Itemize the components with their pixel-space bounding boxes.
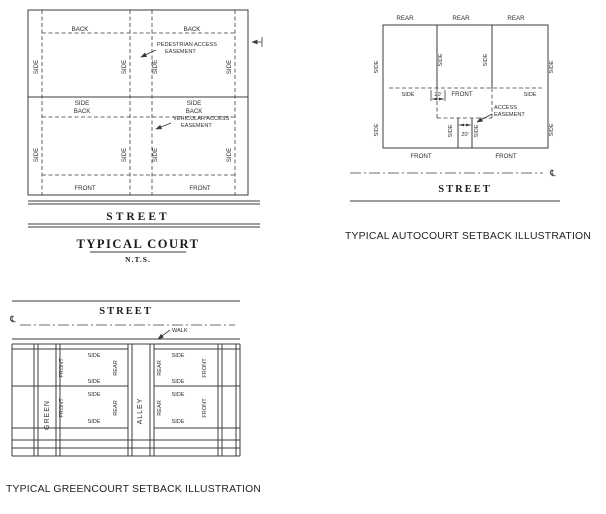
typical-autocourt-diagram: REAR REAR REAR SIDE SIDE SIDE SIDE SIDE … [345,5,605,250]
autocourt-rear-label-3: REAR [507,15,525,22]
court-mid-side-label-right: SIDE [187,100,201,107]
greencourt-rear-right-bottom: REAR [157,400,163,416]
greencourt-side-right-1: SIDE [171,353,184,359]
court-title: TYPICAL COURT [77,237,200,251]
greencourt-labels: STREET ℄ WALK SIDE SIDE SIDE SIDE SIDE S… [6,306,260,495]
court-side-label-midright-bottom: SIDE [152,148,159,162]
typical-greencourt-diagram: STREET ℄ WALK SIDE SIDE SIDE SIDE SIDE S… [0,293,260,508]
court-street-lines [28,200,260,228]
court-leaders [140,37,263,130]
greencourt-side-left-4: SIDE [87,419,100,425]
greencourt-rear-left-bottom: REAR [113,400,119,416]
court-front-label-1: FRONT [74,185,96,192]
autocourt-front-label-1: FRONT [410,153,432,160]
greencourt-side-left-3: SIDE [87,392,100,398]
autocourt-side-label-mid-left: SIDE [401,92,414,98]
greencourt-leaders [157,329,171,340]
autocourt-title: TYPICAL AUTOCOURT SETBACK ILLUSTRATION [345,231,591,242]
greencourt-walk-label: WALK [172,328,188,334]
autocourt-centerline-symbol: ℄ [549,168,556,178]
greencourt-side-left-2: SIDE [87,379,100,385]
greencourt-front-left-bottom: FRONT [59,398,65,418]
typical-autocourt-svg: REAR REAR REAR SIDE SIDE SIDE SIDE SIDE … [345,15,591,242]
court-back-label-2: BACK [184,26,202,33]
greencourt-front-right-top: FRONT [202,358,208,378]
greencourt-side-right-4: SIDE [171,419,184,425]
court-side-label-left-top: SIDE [33,60,40,74]
autocourt-side-label-left-top: SIDE [374,60,380,73]
court-street-label: STREET [106,211,169,223]
greencourt-alley-label: ALLEY [137,398,144,425]
greencourt-side-right-3: SIDE [171,392,184,398]
court-side-label-midleft-bottom: SIDE [121,148,128,162]
court-back-label-1: BACK [72,26,90,33]
court-side-label-right-bottom: SIDE [226,148,233,162]
court-side-label-midright-top: SIDE [152,60,159,74]
autocourt-front-label-mid: FRONT [451,91,473,98]
court-vehicular-easement-line1: VEHICULAR ACCESS [173,116,230,122]
autocourt-rear-label-2: REAR [452,15,470,22]
typical-court-svg: BACK BACK PEDESTRIAN ACCESS EASEMENT SID… [27,9,263,264]
court-pedestrian-easement-line1: PEDESTRIAN ACCESS [157,42,217,48]
autocourt-street-lines [350,172,560,202]
autocourt-side-label-right-top: SIDE [549,60,555,73]
greencourt-title: TYPICAL GREENCOURT SETBACK ILLUSTRATION [6,484,260,495]
greencourt-lot-lines [11,344,241,457]
autocourt-side-label-inner-left: SIDE [438,53,444,66]
court-mid-back-label-left: BACK [74,108,92,115]
court-mid-back-label-right: BACK [186,108,204,115]
greencourt-rear-right-top: REAR [157,360,163,376]
greencourt-side-right-2: SIDE [171,379,184,385]
greencourt-street-label: STREET [99,306,152,317]
autocourt-leaders [476,113,493,123]
autocourt-side-label-mid-right: SIDE [523,92,536,98]
autocourt-dim-20-bottom: 20' [461,132,468,138]
court-mid-side-label-left: SIDE [75,100,89,107]
autocourt-side-label-drive-left: SIDE [448,124,454,137]
autocourt-labels: REAR REAR REAR SIDE SIDE SIDE SIDE SIDE … [345,15,591,242]
typical-greencourt-svg: STREET ℄ WALK SIDE SIDE SIDE SIDE SIDE S… [6,300,260,495]
greencourt-rear-left-top: REAR [113,360,119,376]
autocourt-side-label-left-bottom: SIDE [374,123,380,136]
autocourt-access-easement-line2: EASEMENT [494,112,525,118]
autocourt-rear-label-1: REAR [396,15,414,22]
court-lot-lines [27,9,249,196]
court-scale-note: N.T.S. [125,255,151,264]
autocourt-side-label-right-bottom: SIDE [549,123,555,136]
autocourt-access-easement-line1: ACCESS [494,105,517,111]
autocourt-front-label-2: FRONT [495,153,517,160]
court-front-label-2: FRONT [189,185,211,192]
court-side-label-midleft-top: SIDE [121,60,128,74]
greencourt-centerline-symbol: ℄ [9,314,16,324]
greencourt-side-left-1: SIDE [87,353,100,359]
autocourt-street-label: STREET [438,184,491,195]
court-side-label-right-top: SIDE [226,60,233,74]
court-side-label-left-bottom: SIDE [33,148,40,162]
autocourt-side-label-inner-right: SIDE [483,53,489,66]
autocourt-dim-20-top: 20' [434,92,441,98]
autocourt-side-label-drive-right: SIDE [474,124,480,137]
autocourt-dimensions [430,90,471,127]
greencourt-green-label: GREEN [44,400,51,430]
autocourt-lot-lines [382,24,549,149]
greencourt-street-lines [12,300,240,345]
court-pedestrian-easement-line2: EASEMENT [165,49,196,55]
greencourt-front-right-bottom: FRONT [202,398,208,418]
court-labels: BACK BACK PEDESTRIAN ACCESS EASEMENT SID… [33,26,233,264]
greencourt-front-left-top: FRONT [59,358,65,378]
court-vehicular-easement-line2: EASEMENT [181,123,212,129]
typical-court-diagram: BACK BACK PEDESTRIAN ACCESS EASEMENT SID… [10,5,300,277]
